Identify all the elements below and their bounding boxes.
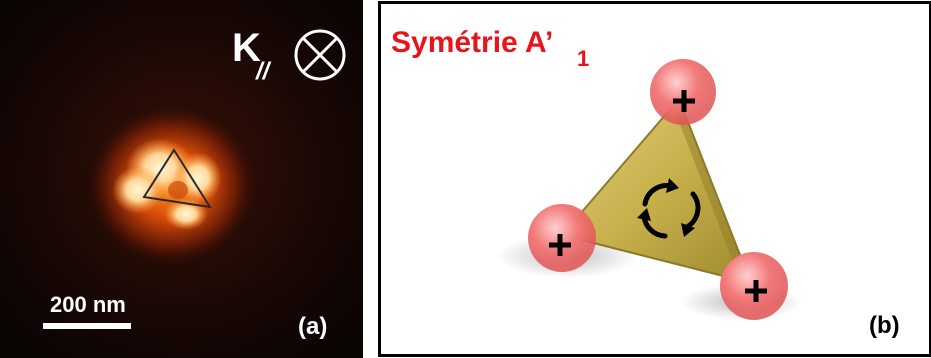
emission-hotspot-left <box>112 166 164 214</box>
emission-center-dip <box>168 181 188 199</box>
symmetry-title-subscript: 1 <box>577 46 589 72</box>
panel-label-b: (b) <box>869 312 900 340</box>
symmetry-title: Symétrie A’ <box>391 26 553 60</box>
symmetry-panel: Symétrie A’ 1 (b) <box>378 1 931 357</box>
scale-bar-label: 200 nm <box>50 292 126 318</box>
panel-label-a: (a) <box>298 313 327 341</box>
k-parallel-subscript: // <box>256 60 269 84</box>
scale-bar <box>43 323 131 329</box>
optical-map-panel: K // 200 nm (a) <box>0 0 363 358</box>
